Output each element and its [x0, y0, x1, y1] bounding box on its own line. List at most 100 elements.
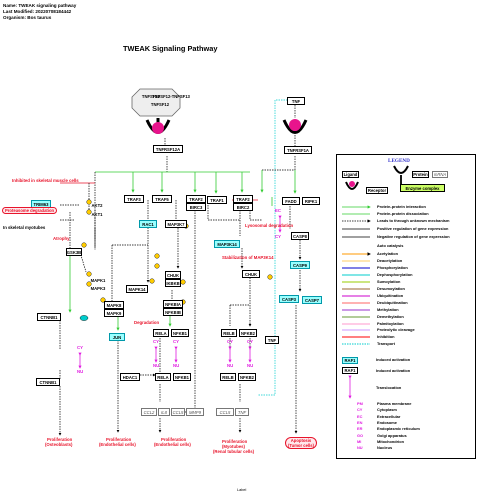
legend-mrna: mRNA — [432, 171, 448, 178]
legend-loc-name: Endosome — [377, 419, 397, 425]
node-ripk1: RIPK1 — [302, 197, 320, 205]
outcome-prolif-myo: Proliferation — [222, 439, 248, 444]
loc-nu: NU — [247, 363, 254, 368]
legend-loc-code: PM — [357, 401, 363, 406]
legend-raf1-a: RAF1 — [342, 357, 358, 364]
legend-row: Induced activation — [376, 368, 411, 373]
node-mapk1: MAPK1 — [90, 277, 106, 283]
node-casp9: CASP9 — [290, 261, 310, 269]
legend-row: Desumoylation — [377, 286, 405, 291]
legend-row: Methylation — [377, 307, 399, 312]
node-chuk2: CHUK — [242, 270, 260, 278]
legend-loc-name: Endoplasmic reticulum — [377, 426, 420, 432]
loc-cy: CY — [275, 234, 281, 239]
gene-ccl5b: CCL5 — [216, 408, 234, 416]
legend-row: Protein-protein interaction — [377, 204, 426, 209]
node-mapk8: MAPK8 — [104, 301, 124, 309]
node-ctnnb1b: CTNNB1 — [36, 378, 60, 386]
page-title: TWEAK Signaling Pathway — [123, 44, 218, 53]
legend-row: Positive regulation of gene expression — [377, 226, 449, 231]
node-gsk3b: GSK3B — [66, 248, 82, 256]
node-fadd: FADD — [282, 197, 300, 205]
loc-cy: CY — [227, 339, 233, 344]
node-akt2: AKT2 — [91, 202, 103, 208]
node-akt1: AKT1 — [91, 211, 103, 217]
label-proteasome: Proteasome degradation — [2, 207, 58, 214]
loc-nu: NU — [173, 363, 180, 368]
legend-loc-code: EN — [357, 419, 363, 425]
node-tnfsf12: TNFSF12 — [141, 93, 161, 99]
node-casp3: CASP3 — [279, 295, 299, 303]
legend-row: Ubiquitination — [377, 293, 404, 298]
legend-title: LEGEND — [388, 158, 410, 164]
legend-enzyme: Enzyme complex — [400, 184, 445, 192]
label-skeletal-myotubes: In skeletal myotubes — [3, 225, 46, 230]
organism: Organism: Bos taurus — [3, 15, 52, 20]
legend-row: Phosphorylation — [377, 265, 408, 270]
node-hdac1: HDAC1 — [120, 373, 140, 381]
legend-loc-name: Cytoplasm — [377, 407, 397, 413]
node-casp7: CASP7 — [302, 296, 322, 304]
node-rac1: RAC1 — [139, 220, 157, 228]
node-birc3: BIRC3 — [186, 203, 206, 211]
legend-loc-code: ER — [357, 426, 363, 432]
legend-row: Inhibition — [377, 334, 395, 339]
legend-row: Deacetylation — [377, 258, 403, 263]
legend-row: Dephosphorylation — [377, 272, 413, 277]
legend-loc-code: MI — [357, 438, 362, 444]
node-casp8: CASP8 — [291, 232, 309, 240]
node-map3k14: MAP3K14 — [214, 240, 240, 248]
gene-il8: IL8 — [158, 408, 170, 416]
legend-raf1-b: RAF1 — [342, 367, 358, 374]
gene-ccl5: CCL5 — [171, 408, 185, 416]
legend-panel — [336, 154, 476, 459]
label-lysosomal: Lysosomal degradation — [245, 223, 294, 228]
legend-row: Demethylation — [377, 314, 404, 319]
legend-loc-name: Mitochondrion — [377, 438, 405, 444]
node-nfkb1: NFKB1 — [171, 329, 189, 337]
outcome-prolif-endo2: Proliferation — [161, 437, 187, 442]
legend-row: Deubiquitination — [377, 300, 408, 305]
loc-cy: CY — [247, 339, 253, 344]
label-inhibited: Inhibited in skeletal muscle cells — [12, 178, 79, 183]
node-mapk3: MAPK3 — [90, 285, 106, 291]
apoptosis-label: Apoptosis — [290, 438, 312, 443]
apoptosis-sub: (Tumor cells) — [288, 443, 314, 448]
label-degradation: Degradation — [134, 320, 160, 325]
pathway-name: Name: TWEAK signaling pathway — [3, 3, 77, 8]
legend-loc-name: Extracellular — [377, 413, 401, 419]
outcome-prolif-osteo: Proliferation — [47, 437, 73, 442]
node-nfkb1b: NFKB1 — [173, 373, 191, 381]
outcome-prolif-myo-sub: (Myotubes) — [222, 444, 245, 449]
node-chuk: CHUK — [165, 271, 181, 279]
footer-label: Label — [237, 488, 247, 492]
node-tnfsf12b: TNFSF12 — [150, 101, 170, 107]
legend-receptor: Receptor — [366, 187, 388, 194]
node-nfkbia: NFKBIA — [163, 300, 183, 308]
loc-nu: NU — [77, 369, 84, 374]
node-traf2: TRAF2 — [186, 195, 206, 203]
label-atrophy: Atrophy — [53, 236, 70, 241]
legend-row: Induced activation — [376, 357, 411, 362]
outcome-apoptosis: Apoptosis (Tumor cells) — [285, 437, 317, 449]
outcome-prolif-endo1: Proliferation — [106, 437, 132, 442]
node-jun: JUN — [109, 333, 125, 341]
legend-loc-code: GO — [357, 432, 364, 438]
node-traf1: TRAF1 — [207, 196, 227, 204]
ligand-complex-shape — [131, 88, 181, 117]
label-stabilization: Stabilization of MAP3K14 — [222, 255, 274, 260]
node-tnf: TNF — [287, 97, 305, 105]
node-tnf2: TNF — [265, 336, 279, 344]
legend-row: Proteolytic cleavage — [377, 327, 415, 332]
legend-row: Transport — [377, 341, 395, 346]
legend-ligand: Ligand — [342, 171, 359, 178]
node-rela: RELA — [153, 329, 169, 337]
node-nfkb2b: NFKB2 — [238, 373, 256, 381]
loc-cy: CY — [77, 345, 83, 350]
legend-loc-code: EC — [357, 413, 363, 419]
node-traf3: TRAF3 — [124, 195, 144, 203]
node-nfkb2: NFKB2 — [239, 329, 257, 337]
node-ctnnb1: CTNNB1 — [37, 313, 61, 321]
loc-nu: NU — [227, 363, 234, 368]
node-tnfrsf1a: TNFRSF1A — [284, 146, 312, 154]
